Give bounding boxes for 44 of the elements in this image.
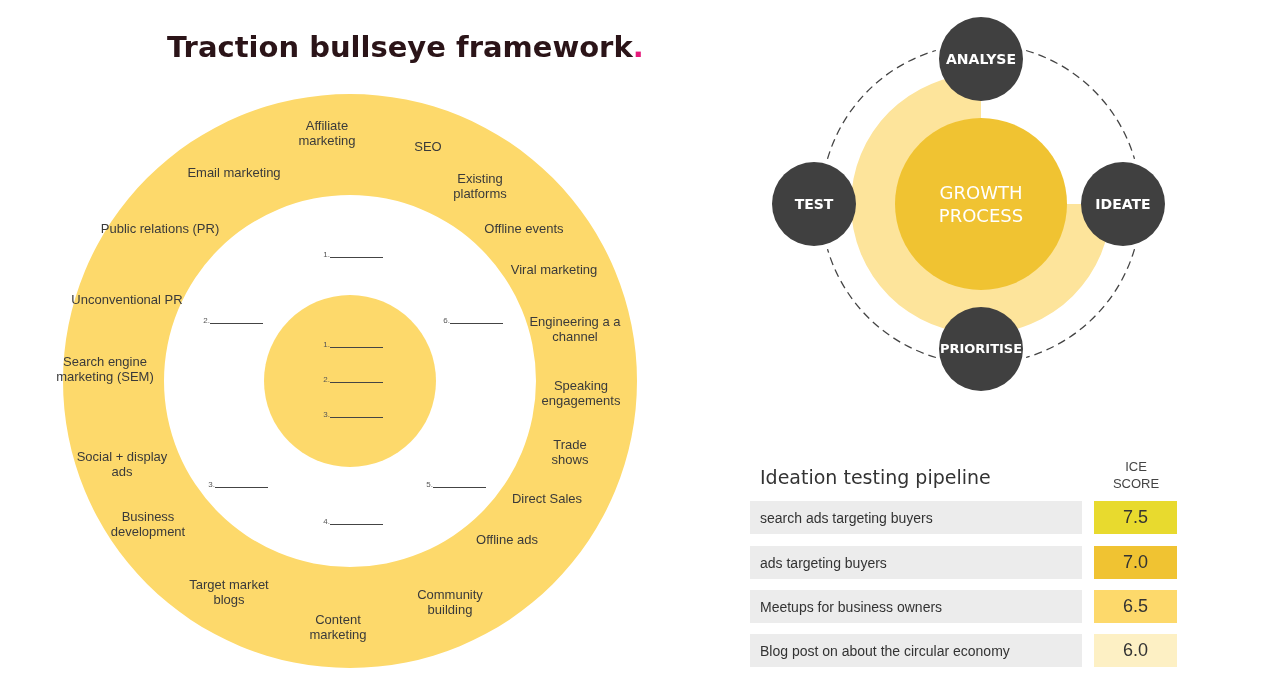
blank-number: 1.	[323, 250, 330, 259]
score-cell: 7.0	[1094, 546, 1177, 579]
blank-number: 2.	[323, 375, 330, 384]
idea-cell: Blog post on about the circular economy	[750, 634, 1082, 667]
step-circle: ANALYSE	[939, 17, 1023, 101]
table-title: Ideation testing pipeline	[760, 466, 991, 488]
channel-label: Speaking engagements	[540, 378, 622, 408]
step-circle: IDEATE	[1081, 162, 1165, 246]
blank-number: 3.	[323, 410, 330, 419]
channel-label: Offline events	[483, 220, 565, 236]
column-header: ICE SCORE	[1111, 458, 1161, 492]
title: Traction bullseye framework.	[167, 30, 644, 64]
channel-label: Target market blogs	[188, 577, 270, 607]
blank-number: 1.	[323, 340, 330, 349]
channel-label: Trade shows	[550, 437, 590, 467]
channel-label: Content marketing	[308, 612, 368, 642]
channel-label: Offline ads	[475, 531, 539, 547]
channel-label: Business development	[109, 509, 187, 539]
step-circle: PRIORITISE	[939, 307, 1023, 391]
channel-label: Engineering a a channel	[528, 314, 622, 344]
blank-number: 6.	[443, 316, 450, 325]
score-cell: 7.5	[1094, 501, 1177, 534]
score-cell: 6.5	[1094, 590, 1177, 623]
channel-label: SEO	[413, 138, 443, 154]
blank-number: 2.	[203, 316, 210, 325]
blank-number: 3.	[208, 480, 215, 489]
blank-number: 5.	[426, 480, 433, 489]
idea-cell: search ads targeting buyers	[750, 501, 1082, 534]
idea-cell: Meetups for business owners	[750, 590, 1082, 623]
channel-label: Direct Sales	[510, 490, 584, 506]
blank-number: 4.	[323, 517, 330, 526]
channel-label: Email marketing	[186, 164, 282, 180]
channel-label: Affiliate marketing	[297, 118, 357, 148]
channel-label: Viral marketing	[509, 261, 599, 277]
dashed-connector	[826, 49, 937, 160]
channel-label: Community building	[416, 587, 484, 617]
idea-cell: ads targeting buyers	[750, 546, 1082, 579]
score-cell: 6.0	[1094, 634, 1177, 667]
dashed-connector	[826, 248, 937, 359]
channel-label: Social + display ads	[75, 449, 169, 479]
dashed-connector	[1025, 248, 1136, 359]
dashed-connector	[1025, 49, 1136, 160]
channel-label: Existing platforms	[452, 171, 508, 201]
step-circle: TEST	[772, 162, 856, 246]
